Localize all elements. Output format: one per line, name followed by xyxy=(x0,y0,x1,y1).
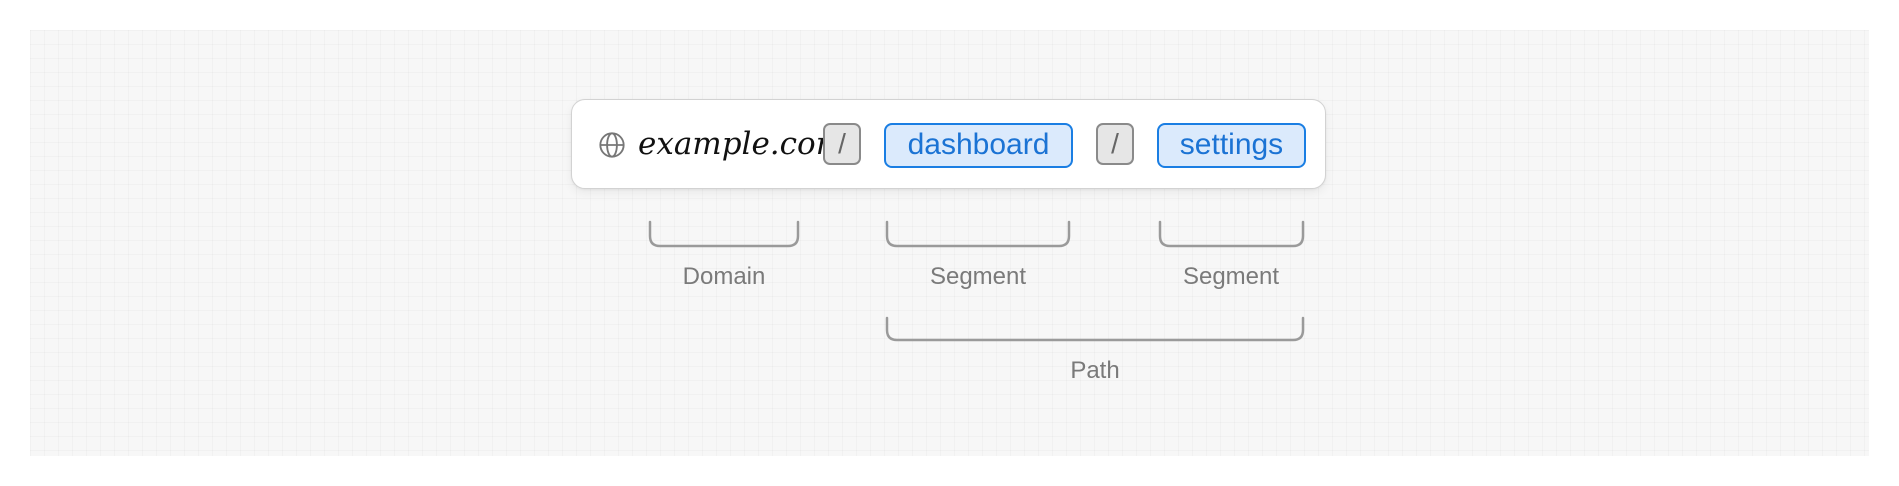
segment-dashboard: dashboard xyxy=(884,123,1073,168)
segment-label-1: Segment xyxy=(929,263,1027,290)
path-bracket xyxy=(885,316,1305,342)
domain-label: Domain xyxy=(682,263,766,290)
segment-settings: settings xyxy=(1157,123,1306,168)
domain-text: example.com xyxy=(638,126,846,162)
segment-dashboard-bracket xyxy=(885,220,1071,248)
path-separator-1: / xyxy=(823,123,861,165)
segment-settings-bracket xyxy=(1158,220,1305,248)
path-separator-2: / xyxy=(1096,123,1134,165)
globe-icon xyxy=(599,132,625,158)
segment-label-2: Segment xyxy=(1182,263,1280,290)
domain-bracket xyxy=(648,220,800,248)
path-label: Path xyxy=(1070,357,1120,384)
